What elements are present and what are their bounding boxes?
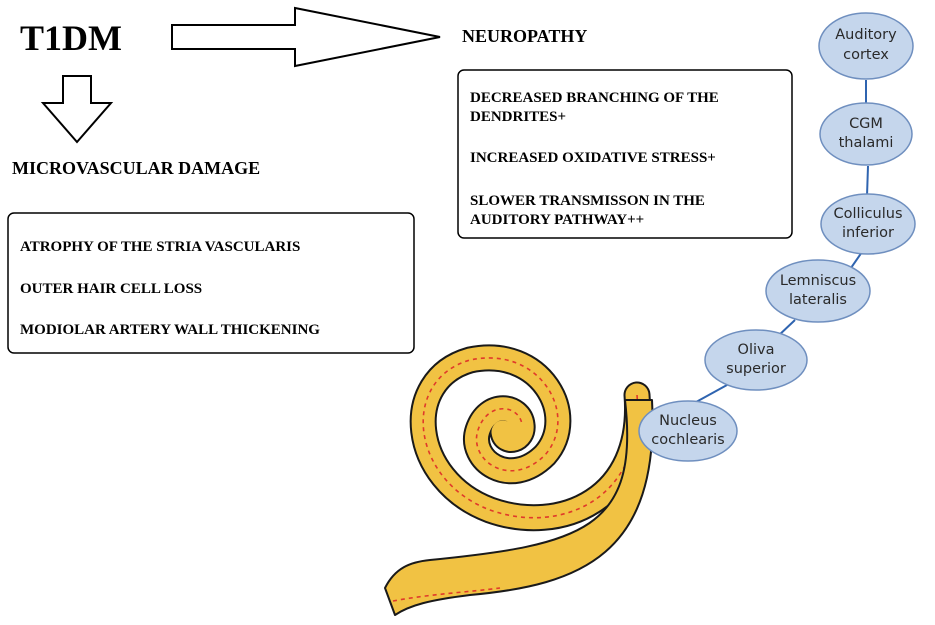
pathway-node-colliculus-inferior: Colliculus inferior [820, 193, 916, 255]
pathway-node-oliva-superior: Oliva superior [704, 329, 808, 391]
pathway-node-auditory-cortex: Auditory cortex [818, 12, 914, 80]
pathway-node-nucleus-cochlearis: Nucleus cochlearis [638, 400, 738, 462]
node-label-line-2: cortex [843, 47, 889, 63]
pathway-node-cgm-thalami: CGM thalami [819, 102, 913, 166]
node-label-line-2: superior [726, 361, 786, 377]
neuropathy-item-1-line-2: DENDRITES+ [470, 109, 566, 125]
node-label-line-1: Nucleus [659, 413, 717, 429]
connector-4 [866, 165, 869, 197]
neuropathy-item-1-line-1: DECREASED BRANCHING OF THE [470, 90, 719, 106]
node-label-line-2: cochlearis [651, 432, 724, 448]
node-label-line-2: thalami [839, 135, 894, 151]
neuropathy-item-3-line-1: SLOWER TRANSMISSON IN THE [470, 193, 705, 209]
neuropathy-item-2: INCREASED OXIDATIVE STRESS+ [470, 150, 716, 166]
neuropathy-heading: NEUROPATHY [462, 26, 587, 46]
microvascular-box [7, 212, 415, 354]
node-label-line-1: Colliculus [833, 206, 902, 222]
down-arrow-icon [40, 75, 114, 144]
node-label-line-1: CGM [849, 116, 883, 132]
microvascular-heading: MICROVASCULAR DAMAGE [12, 158, 260, 178]
microvascular-item-1: ATROPHY OF THE STRIA VASCULARIS [20, 239, 300, 255]
neuropathy-box [457, 69, 793, 239]
title-t1dm: T1DM [20, 18, 122, 58]
cochlea-icon [384, 344, 654, 616]
node-label-line-2: inferior [842, 225, 894, 241]
microvascular-item-2: OUTER HAIR CELL LOSS [20, 281, 202, 297]
microvascular-item-3: MODIOLAR ARTERY WALL THICKENING [20, 322, 320, 338]
right-arrow-icon [171, 6, 441, 68]
node-label-line-1: Auditory [835, 27, 897, 43]
node-label-line-1: Lemniscus [780, 273, 856, 289]
node-label-line-1: Oliva [738, 342, 775, 358]
pathway-node-lemniscus-lateralis: Lemniscus lateralis [765, 259, 871, 323]
neuropathy-item-3-line-2: AUDITORY PATHWAY++ [470, 212, 644, 228]
node-label-line-2: lateralis [789, 292, 847, 308]
